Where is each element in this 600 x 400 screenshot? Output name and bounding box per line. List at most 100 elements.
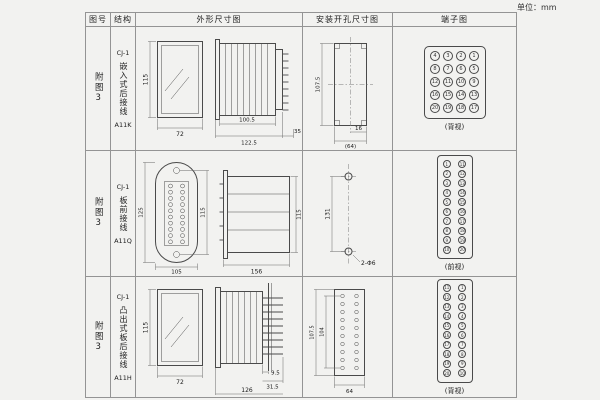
terminal-circle: 13 (458, 179, 467, 188)
outline-drawing-a11k: 115 72 100.5 122.5 35 (136, 27, 303, 151)
dim-label-hole-width: 64 (346, 389, 353, 395)
terminal-circle: 2 (458, 293, 467, 302)
structure-cell-a11k: CJ-1 嵌入式后接线 A11K (111, 27, 136, 151)
terminal-view-caption: (前视) (444, 263, 465, 271)
dim-label-cutout-height: 107.5 (315, 76, 321, 92)
terminal-circle: 4 (458, 312, 467, 321)
terminal-circle: 8 (442, 226, 451, 235)
structure-cell-a11q: CJ-1 板前接线 A11Q (111, 151, 136, 277)
terminal-circle: 2 (456, 51, 466, 61)
terminal-view-caption: (背视) (444, 386, 465, 395)
dim-label-front-height: 125 (138, 206, 144, 217)
terminal-circle: 15 (442, 321, 451, 330)
dim-label-front-width: 105 (171, 269, 182, 274)
structure-cell-a11h: CJ-1 凸出式板后接线 A11H (111, 277, 136, 397)
dim-label-hole-spacing: 115 (200, 206, 206, 217)
col-header-fig-no: 图号 (86, 13, 111, 27)
side-view (214, 38, 288, 120)
terminal-circle: 7 (458, 340, 467, 349)
terminal-circle: 5 (458, 321, 467, 330)
terminal-view-caption: (背视) (444, 122, 465, 131)
structure-label: 嵌入式后接线 (119, 61, 128, 116)
dim-label-side-total: 156 (250, 268, 262, 274)
terminal-circle: 3 (442, 179, 451, 188)
terminal-circle: 6 (458, 331, 467, 340)
dimension-annotations: 115 72 100.5 122.5 35 (142, 40, 301, 146)
model-label: CJ-1 (116, 48, 130, 57)
terminal-circle: 2 (442, 169, 451, 178)
dim-label-side-rear: 35 (294, 129, 301, 135)
outline-svg-a11q: 125 115 105 156 115 (138, 161, 302, 274)
col-header-terminal: 端子图 (393, 13, 516, 27)
terminal-circle: 20 (442, 369, 451, 378)
terminal-circle: 1 (442, 160, 451, 169)
col-header-install: 安装开孔尺寸图 (303, 13, 393, 27)
terminal-circle: 10 (456, 77, 466, 87)
fig-no-cell-row2: 附图3 (86, 151, 111, 277)
type-code-label: A11Q (114, 236, 132, 245)
dim-label-side-total: 126 (241, 387, 253, 394)
terminal-circle: 1 (458, 283, 467, 292)
install-drawing-a11k: 107.5 16 (64) (303, 27, 393, 151)
terminal-circle: 14 (458, 188, 467, 197)
terminal-circle: 17 (442, 340, 451, 349)
dim-label-outer-height: 107.5 (309, 325, 315, 339)
front-view (154, 161, 198, 263)
terminal-circle: 17 (458, 217, 467, 226)
dim-label-side-height: 115 (296, 208, 302, 219)
terminal-circle: 20 (430, 103, 440, 113)
outline-drawing-a11q: 125 115 105 156 115 (136, 151, 303, 277)
model-label: CJ-1 (116, 182, 130, 191)
spec-table: 图号 结构 外形尺寸图 安装开孔尺寸图 端子图 附图3 CJ-1 嵌入式后接线 … (85, 12, 517, 398)
terminal-circle: 1 (469, 51, 479, 61)
dim-label-hole-spacing: 131 (324, 208, 331, 220)
dimension-annotations: 107.5 16 (64) (315, 42, 367, 149)
dimension-annotations: 107.5 104 64 (309, 289, 365, 395)
terminal-circle: 16 (458, 207, 467, 216)
terminal-circle: 5 (442, 198, 451, 207)
terminal-circle: 10 (458, 369, 467, 378)
side-view (219, 169, 290, 259)
dim-label-hole-span: 104 (319, 327, 325, 337)
terminal-circle: 11 (442, 283, 451, 292)
dim-label-side-total: 122.5 (241, 140, 257, 146)
terminal-circle: 4 (442, 188, 451, 197)
terminal-circle: 10 (442, 245, 451, 254)
dimension-annotations: 131 2-Φ6 (324, 175, 375, 267)
fig-no-cell-row1: 附图3 (86, 27, 111, 151)
terminal-circle: 11 (443, 77, 453, 87)
terminal-circle: 12 (442, 293, 451, 302)
terminal-circle: 14 (456, 90, 466, 100)
terminal-circle: 16 (430, 90, 440, 100)
terminal-circle: 13 (469, 90, 479, 100)
side-view (214, 283, 283, 371)
dim-label-small: 16 (355, 126, 362, 132)
fig-no-label: 附图3 (93, 72, 104, 105)
terminal-circle: 7 (443, 64, 453, 74)
terminal-circle: 9 (442, 236, 451, 245)
unit-label: 单位：mm (517, 3, 557, 12)
terminal-circle: 12 (430, 77, 440, 87)
install-drawing-a11h: 107.5 104 64 (303, 277, 393, 397)
terminal-circle: 6 (456, 64, 466, 74)
centerlines (340, 163, 356, 264)
dim-label-side-body: 100.5 (239, 117, 255, 123)
terminal-circle: 5 (469, 64, 479, 74)
terminal-circle: 4 (430, 51, 440, 61)
dim-label-stud-gap: 9.5 (271, 371, 280, 377)
structure-label: 板前接线 (119, 195, 128, 232)
type-code-label: A11H (114, 373, 132, 382)
dim-label-front-height: 115 (142, 73, 149, 85)
install-svg-a11h: 107.5 104 64 (309, 289, 365, 395)
terminal-circle: 19 (442, 359, 451, 368)
dim-label-width: (64) (344, 144, 355, 149)
install-svg-a11q: 131 2-Φ6 (324, 163, 375, 267)
terminal-circle: 20 (458, 245, 467, 254)
outline-svg-a11h: 115 72 9.5 31.5 126 (142, 283, 283, 395)
